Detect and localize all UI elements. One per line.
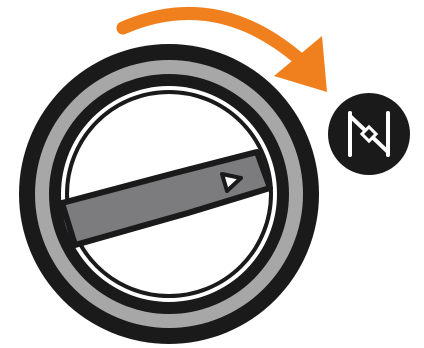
- switch-symbol-icon: [328, 93, 410, 175]
- knob: [19, 44, 319, 344]
